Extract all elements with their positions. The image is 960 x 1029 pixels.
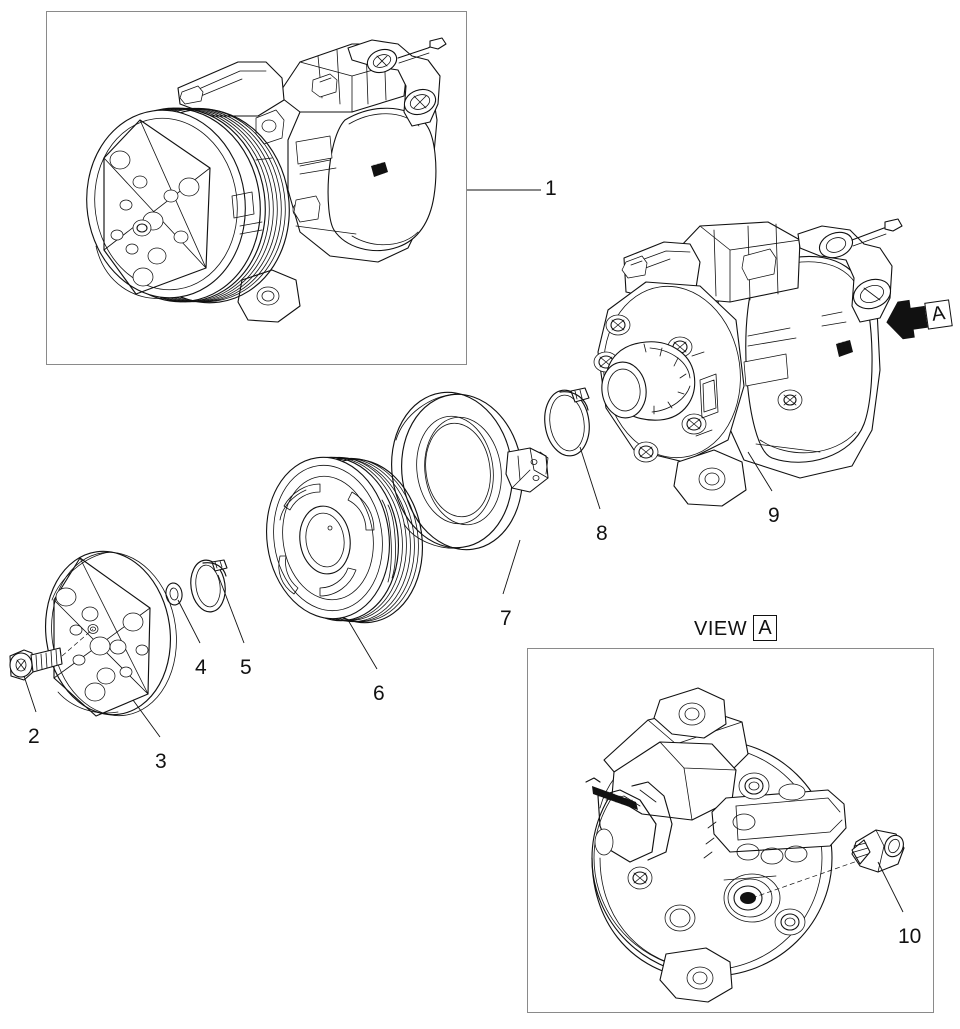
callout-6: 6 <box>373 682 385 705</box>
callout-4: 4 <box>195 656 207 679</box>
clutch-plate-hub-drawing <box>44 550 177 717</box>
callout-9: 9 <box>768 504 780 527</box>
view-a-label-text: VIEW <box>694 618 748 640</box>
pulley-bearing-drawing <box>266 456 424 624</box>
clutch-coil-drawing <box>391 391 549 551</box>
callout-1: 1 <box>545 177 557 200</box>
view-a-panel <box>527 648 934 1013</box>
control-valve-drawing <box>851 829 905 873</box>
callout-7: 7 <box>500 607 512 630</box>
view-a-drawing <box>585 687 867 1003</box>
clutch-bolt-drawing <box>9 628 94 681</box>
callout-5: 5 <box>240 656 252 679</box>
callout-10: 10 <box>898 925 922 948</box>
snap-ring-hub-drawing <box>190 559 228 613</box>
section-arrow-letter: A <box>924 299 953 330</box>
callout-leader-lines <box>23 189 904 913</box>
shim-washer-drawing <box>165 582 183 606</box>
callout-2: 2 <box>28 725 40 748</box>
assembled-compressor-panel <box>46 11 467 365</box>
assembled-compressor-drawing <box>86 37 447 323</box>
callout-3: 3 <box>155 750 167 773</box>
callout-8: 8 <box>596 522 608 545</box>
compressor-body-drawing <box>593 218 903 507</box>
view-a-section-arrow <box>886 299 932 340</box>
view-a-label-letter: A <box>753 615 777 641</box>
snap-ring-coil-drawing <box>544 387 590 457</box>
